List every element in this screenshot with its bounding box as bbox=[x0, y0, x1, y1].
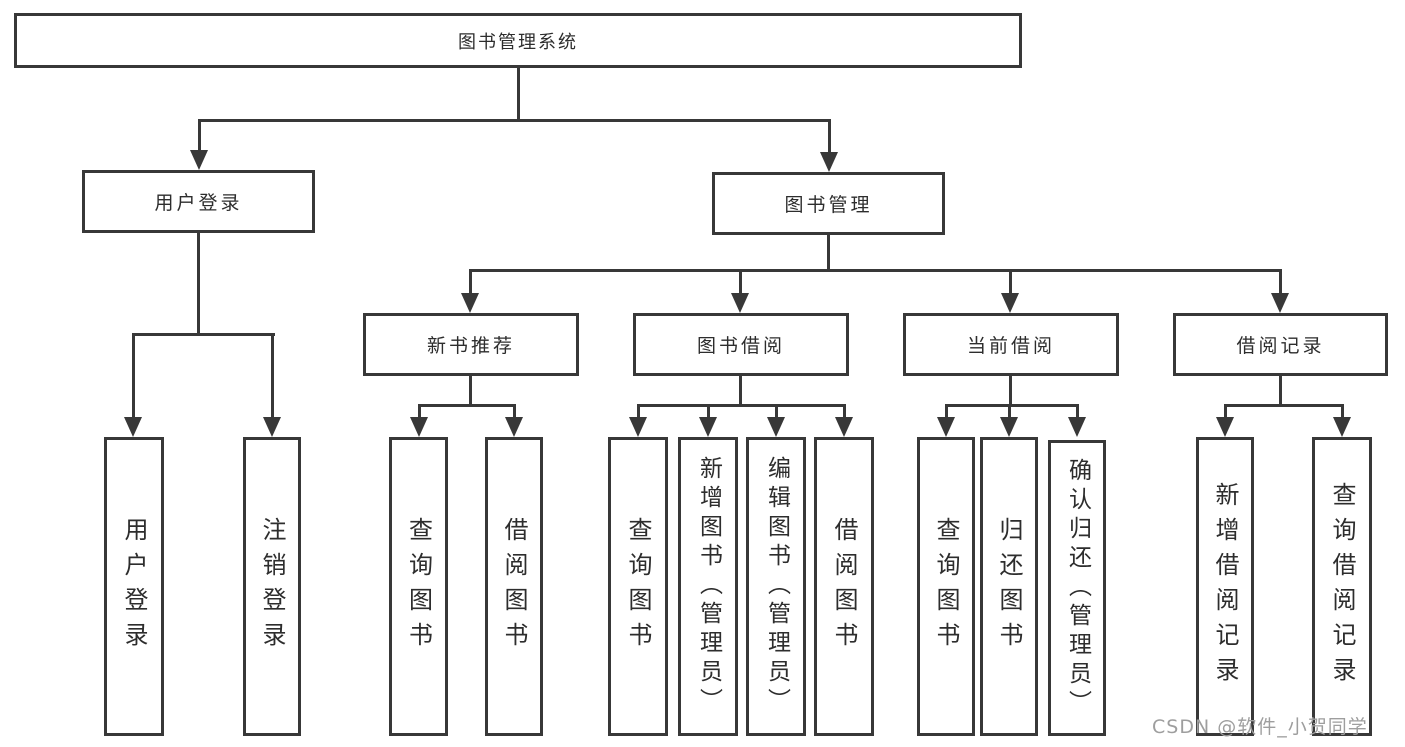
node-label: 新增借阅记录 bbox=[1211, 481, 1239, 692]
leaf-return-books: 归还图书 bbox=[980, 437, 1038, 736]
node-label: 用户登录 bbox=[154, 192, 243, 214]
node-label: 图书管理系统 bbox=[458, 31, 578, 53]
connector-line bbox=[469, 269, 1282, 272]
connector-line bbox=[469, 375, 472, 407]
leaf-add-borrow-record: 新增借阅记录 bbox=[1196, 437, 1254, 736]
connector-line bbox=[828, 119, 831, 154]
node-new-book-recommendation: 新书推荐 bbox=[363, 313, 579, 376]
arrow-down-icon bbox=[461, 293, 479, 313]
arrow-down-icon bbox=[263, 417, 281, 437]
connector-line bbox=[1076, 404, 1079, 420]
node-label: 当前借阅 bbox=[966, 335, 1055, 357]
connector-line bbox=[1224, 404, 1227, 420]
arrow-down-icon bbox=[1216, 417, 1234, 437]
node-label: 查询图书 bbox=[932, 516, 960, 657]
arrow-down-icon bbox=[731, 293, 749, 313]
arrow-down-icon bbox=[1000, 417, 1018, 437]
connector-line bbox=[132, 333, 275, 336]
arrow-down-icon bbox=[629, 417, 647, 437]
node-label: 确认归还（管理员） bbox=[1064, 457, 1091, 719]
node-label: 图书管理 bbox=[784, 194, 873, 216]
node-label: 新书推荐 bbox=[426, 335, 515, 357]
connector-line bbox=[198, 119, 201, 152]
leaf-edit-book-admin: 编辑图书（管理员） bbox=[746, 437, 806, 736]
node-root: 图书管理系统 bbox=[14, 13, 1022, 68]
connector-line bbox=[739, 269, 742, 295]
connector-line bbox=[637, 404, 845, 407]
leaf-query-books-borrowing: 查询图书 bbox=[608, 437, 668, 736]
connector-line bbox=[707, 404, 710, 420]
arrow-down-icon bbox=[767, 417, 785, 437]
connector-line bbox=[1341, 404, 1344, 420]
connector-line bbox=[198, 119, 831, 122]
node-label: 查询图书 bbox=[404, 516, 433, 657]
connector-line bbox=[775, 404, 778, 420]
node-label: 注销登录 bbox=[258, 516, 286, 657]
connector-line bbox=[945, 404, 1079, 407]
connector-line bbox=[637, 404, 640, 420]
node-label: 查询图书 bbox=[624, 516, 652, 657]
node-user-login: 用户登录 bbox=[82, 170, 315, 233]
node-label: 借阅图书 bbox=[500, 516, 528, 657]
node-label: 图书借阅 bbox=[696, 335, 785, 357]
node-label: 新增图书（管理员） bbox=[695, 456, 722, 717]
arrow-down-icon bbox=[124, 417, 142, 437]
connector-line bbox=[513, 404, 516, 420]
connector-line bbox=[469, 269, 472, 295]
leaf-borrow-books-recommend: 借阅图书 bbox=[485, 437, 543, 736]
node-label: 编辑图书（管理员） bbox=[763, 456, 790, 717]
connector-line bbox=[827, 234, 830, 272]
arrow-down-icon bbox=[190, 150, 208, 170]
node-book-borrowing: 图书借阅 bbox=[633, 313, 849, 376]
connector-line bbox=[271, 333, 274, 418]
arrow-down-icon bbox=[1001, 293, 1019, 313]
node-label: 查询借阅记录 bbox=[1328, 481, 1356, 692]
arrow-down-icon bbox=[1333, 417, 1351, 437]
node-label: 借阅记录 bbox=[1236, 335, 1325, 357]
node-book-management: 图书管理 bbox=[712, 172, 945, 235]
connector-line bbox=[843, 404, 846, 420]
connector-line bbox=[1008, 404, 1011, 420]
arrow-down-icon bbox=[1068, 417, 1086, 437]
node-borrowing-records: 借阅记录 bbox=[1173, 313, 1388, 376]
arrow-down-icon bbox=[937, 417, 955, 437]
connector-line bbox=[1224, 404, 1343, 407]
node-label: 借阅图书 bbox=[830, 516, 858, 657]
connector-line bbox=[1009, 375, 1012, 407]
leaf-query-books-recommend: 查询图书 bbox=[389, 437, 448, 736]
watermark: CSDN @软件_小贺同学 bbox=[1152, 716, 1368, 738]
leaf-add-book-admin: 新增图书（管理员） bbox=[678, 437, 738, 736]
node-label: 归还图书 bbox=[995, 516, 1023, 657]
connector-line bbox=[1279, 269, 1282, 295]
connector-line bbox=[945, 404, 948, 420]
connector-line bbox=[517, 68, 520, 122]
arrow-down-icon bbox=[699, 417, 717, 437]
leaf-query-books-current: 查询图书 bbox=[917, 437, 975, 736]
arrow-down-icon bbox=[1271, 293, 1289, 313]
connector-line bbox=[418, 404, 516, 407]
node-label: 用户登录 bbox=[120, 516, 148, 657]
arrow-down-icon bbox=[505, 417, 523, 437]
leaf-query-borrow-record: 查询借阅记录 bbox=[1312, 437, 1372, 736]
connector-line bbox=[197, 232, 200, 336]
leaf-user-login: 用户登录 bbox=[104, 437, 164, 736]
connector-line bbox=[418, 404, 421, 420]
connector-line bbox=[132, 333, 135, 418]
leaf-borrow-books-borrowing: 借阅图书 bbox=[814, 437, 874, 736]
arrow-down-icon bbox=[410, 417, 428, 437]
leaf-logout: 注销登录 bbox=[243, 437, 301, 736]
connector-line bbox=[1009, 269, 1012, 295]
connector-line bbox=[739, 375, 742, 407]
node-current-borrowing: 当前借阅 bbox=[903, 313, 1119, 376]
arrow-down-icon bbox=[835, 417, 853, 437]
connector-line bbox=[1279, 375, 1282, 407]
arrow-down-icon bbox=[820, 152, 838, 172]
leaf-confirm-return-admin: 确认归还（管理员） bbox=[1048, 440, 1106, 736]
